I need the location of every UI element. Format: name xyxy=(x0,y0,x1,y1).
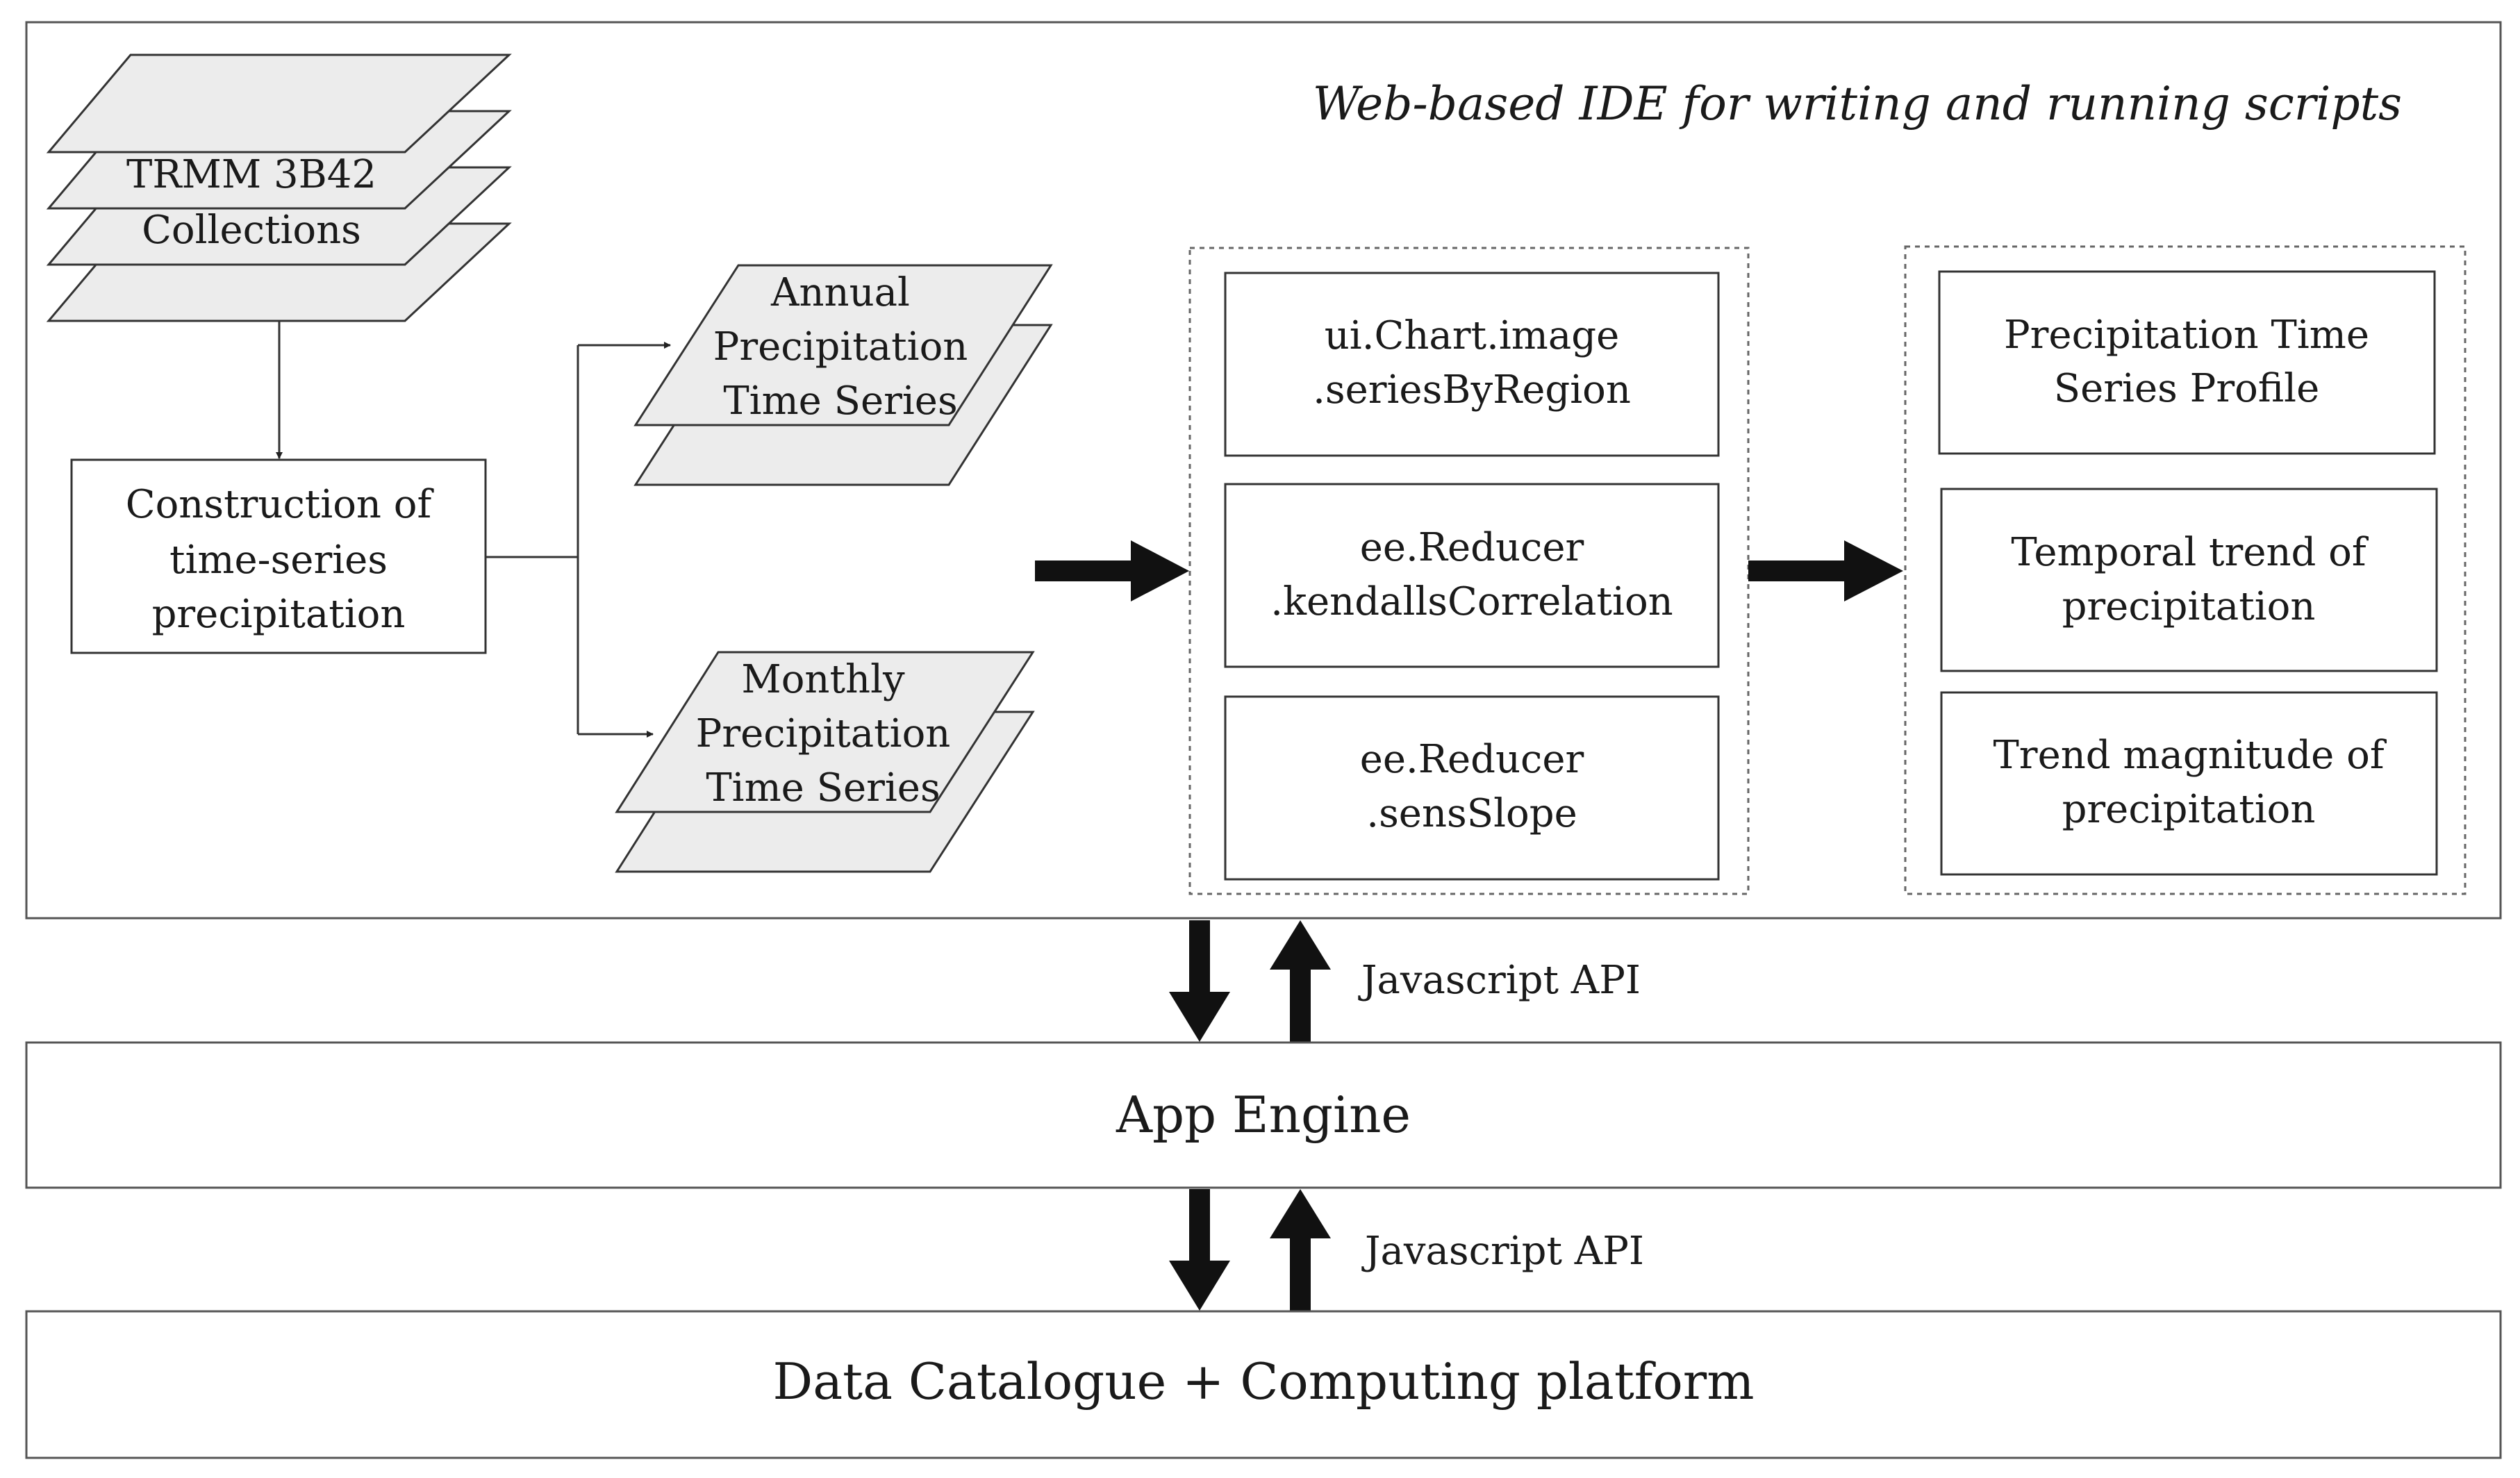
api-label-lower: Javascript API xyxy=(1361,1229,1644,1274)
function-chart-line1: ui.Chart.image xyxy=(1325,313,1620,358)
app-engine-label: App Engine xyxy=(1116,1086,1411,1144)
platform-label: Data Catalogue + Computing platform xyxy=(773,1352,1755,1411)
construction-box xyxy=(70,458,487,654)
trmm-collections-stack xyxy=(46,53,512,322)
annual-series-stack xyxy=(633,264,1053,486)
construction-line3: precipitation xyxy=(152,592,406,637)
arrow-down-ide-to-appengine xyxy=(1169,920,1230,1042)
monthly-line3: Time Series xyxy=(706,765,940,811)
output-magnitude-line1: Trend magnitude of xyxy=(1993,733,2387,778)
trmm-label-line1: TRMM 3B42 xyxy=(126,152,376,197)
arrow-up-appengine-to-ide xyxy=(1270,920,1331,1042)
arrow-to-functions xyxy=(1035,540,1189,601)
output-box-magnitude xyxy=(1940,691,2438,876)
output-trend-line1: Temporal trend of xyxy=(2011,530,2369,575)
trmm-label-line2: Collections xyxy=(142,208,361,253)
annual-line1: Annual xyxy=(770,270,910,315)
branch-connector xyxy=(486,342,671,738)
functions-group xyxy=(1188,247,1750,895)
platform-layer xyxy=(25,1310,2502,1459)
function-box-kendall xyxy=(1224,483,1720,668)
annual-line2: Precipitation xyxy=(713,324,968,370)
monthly-line2: Precipitation xyxy=(696,711,951,756)
output-profile-line1: Precipitation Time xyxy=(2004,313,2369,358)
function-kendall-line2: .kendallsCorrelation xyxy=(1270,579,1673,624)
output-profile-line2: Series Profile xyxy=(2054,366,2319,411)
output-magnitude-line2: precipitation xyxy=(2062,787,2316,832)
api-label-upper: Javascript API xyxy=(1358,958,1641,1003)
outputs-group xyxy=(1904,245,2467,895)
function-box-chart xyxy=(1224,272,1720,457)
output-box-trend xyxy=(1940,488,2438,672)
arrow-to-outputs xyxy=(1748,540,1903,601)
arrow-down-appengine-to-platform xyxy=(1169,1189,1230,1311)
monthly-line1: Monthly xyxy=(741,657,905,702)
arrow-up-platform-to-appengine xyxy=(1270,1189,1331,1311)
monthly-series-stack xyxy=(615,651,1035,873)
function-kendall-line1: ee.Reducer xyxy=(1360,525,1584,570)
construction-line2: time-series xyxy=(169,538,388,583)
app-engine-layer xyxy=(25,1041,2502,1189)
output-trend-line2: precipitation xyxy=(2062,584,2316,629)
annual-line3: Time Series xyxy=(723,379,957,424)
construction-line1: Construction of xyxy=(126,482,435,527)
function-box-sensslope xyxy=(1224,695,1720,881)
output-box-profile xyxy=(1938,270,2436,455)
function-sens-line1: ee.Reducer xyxy=(1360,737,1584,782)
function-sens-line2: .sensSlope xyxy=(1366,791,1577,836)
function-chart-line2: .seriesByRegion xyxy=(1313,367,1631,413)
ide-title: Web-based IDE for writing and running sc… xyxy=(1313,77,2402,131)
